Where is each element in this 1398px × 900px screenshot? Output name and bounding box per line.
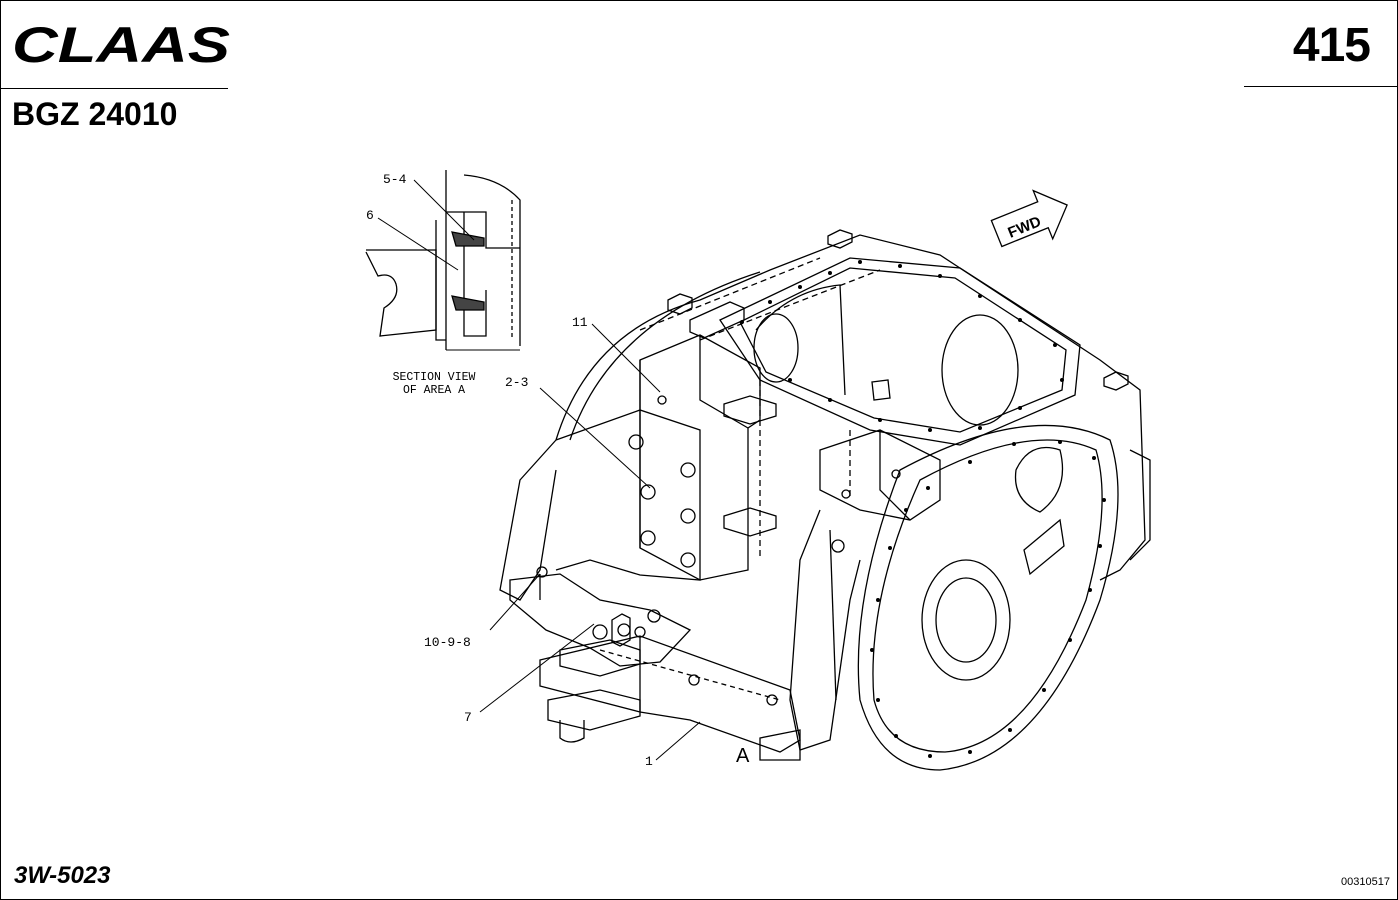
group-code: BGZ 24010 (12, 96, 178, 132)
callout-7: 7 (464, 710, 472, 725)
page-number-underline (1244, 86, 1398, 87)
callout-10-9-8: 10-9-8 (424, 635, 471, 650)
front-axle-frame (499, 229, 1151, 771)
brand-wordmark: CLAAS (12, 22, 230, 66)
callout-11: 11 (572, 315, 588, 330)
callout-2-3: 2-3 (505, 375, 528, 390)
callout-1: 1 (645, 754, 653, 769)
fwd-arrow (990, 189, 1068, 248)
page-number: 415 (1292, 19, 1371, 72)
drawing-code: 3W-5023 (14, 862, 111, 889)
callout-5-4: 5-4 (383, 172, 407, 187)
section-view-detail (365, 170, 521, 351)
claas-logo: CLAAS (12, 22, 230, 66)
document-number: 00310517 (1341, 876, 1390, 888)
section-view-title-line2: OF AREA A (403, 384, 465, 397)
area-a-label: A (736, 745, 750, 767)
section-view-title-line1: SECTION VIEW (393, 371, 476, 384)
callout-6: 6 (366, 208, 374, 223)
logo-underline (0, 88, 228, 89)
